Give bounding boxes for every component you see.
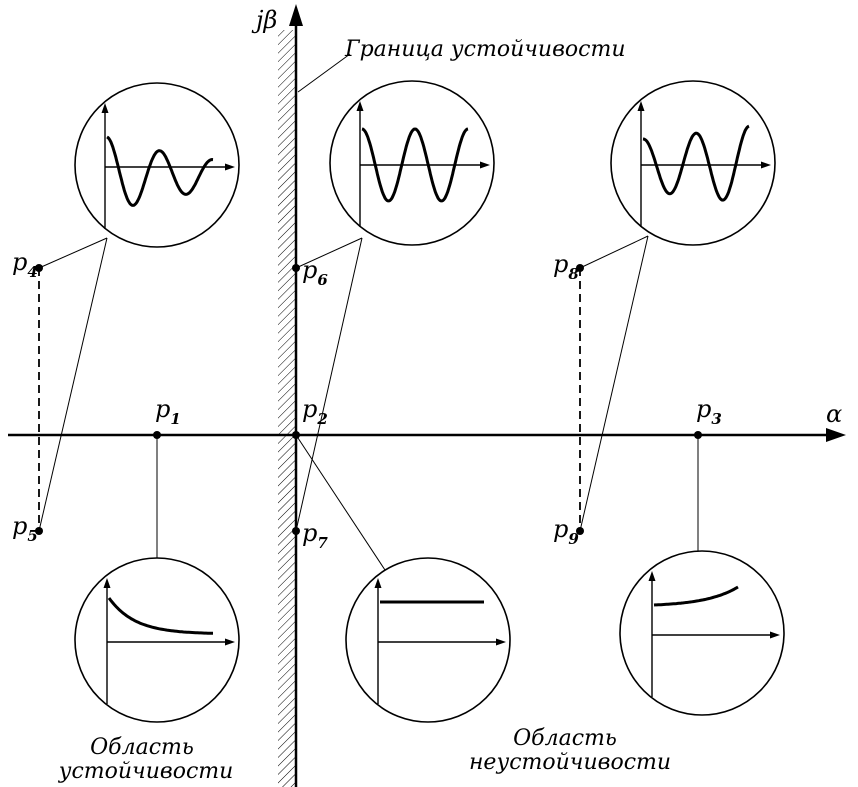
sustained-oscillation-curve [361, 127, 469, 203]
growing-oscillation-inset [610, 80, 776, 246]
svg-text:Область: Область [90, 735, 194, 760]
boundary-label: Граница устойчивости [344, 37, 626, 62]
decay-curve [107, 597, 213, 635]
svg-text:неустойчивости: неустойчивости [469, 750, 671, 775]
pole-p1 [153, 431, 161, 439]
pole-label-p6: p6 [302, 256, 328, 289]
imaginary-axis [289, 4, 303, 787]
pole-label-p2: p2 [302, 395, 328, 428]
pole-p3 [694, 431, 702, 439]
pole-labels: p1 p2 p3 p4 p5 p6 p7 p8 p9 [12, 248, 722, 552]
pole-label-p8: p8 [553, 250, 579, 283]
damped-oscillation-inset [74, 82, 240, 248]
pole-p9 [576, 527, 584, 535]
damped-oscillation-curve [106, 135, 214, 207]
region-stable-caption: Область устойчивости [58, 735, 234, 784]
pole-label-p1: p1 [155, 395, 181, 428]
growth-curve [653, 585, 739, 607]
response-insets [74, 80, 785, 723]
pole-p8 [576, 264, 584, 272]
pole-dots [35, 264, 702, 535]
pole-label-p4: p4 [12, 248, 38, 281]
leader-lines [38, 235, 699, 571]
real-axis [8, 428, 846, 442]
stability-boundary-hatch [278, 30, 296, 787]
growing-oscillation-curve [642, 124, 750, 202]
growth-inset [619, 550, 785, 716]
sustained-oscillation-inset [329, 80, 495, 246]
region-unstable-caption: Область неустойчивости [469, 726, 671, 775]
pole-p4 [35, 264, 43, 272]
pole-label-p9: p9 [553, 515, 579, 548]
decay-inset [74, 557, 240, 723]
svg-text:Область: Область [513, 726, 617, 751]
pole-label-p3: p3 [696, 395, 722, 428]
pole-p2 [292, 431, 300, 439]
pole-p6 [292, 264, 300, 272]
pole-p5 [35, 527, 43, 535]
real-axis-label: α [826, 400, 842, 428]
boundary-leader [297, 53, 351, 93]
pole-label-p7: p7 [302, 519, 328, 552]
svg-text:устойчивости: устойчивости [58, 759, 234, 784]
imaginary-axis-label: jβ [251, 6, 277, 34]
pole-label-p5: p5 [12, 512, 38, 545]
constant-inset [345, 557, 511, 723]
pole-p7 [292, 527, 300, 535]
